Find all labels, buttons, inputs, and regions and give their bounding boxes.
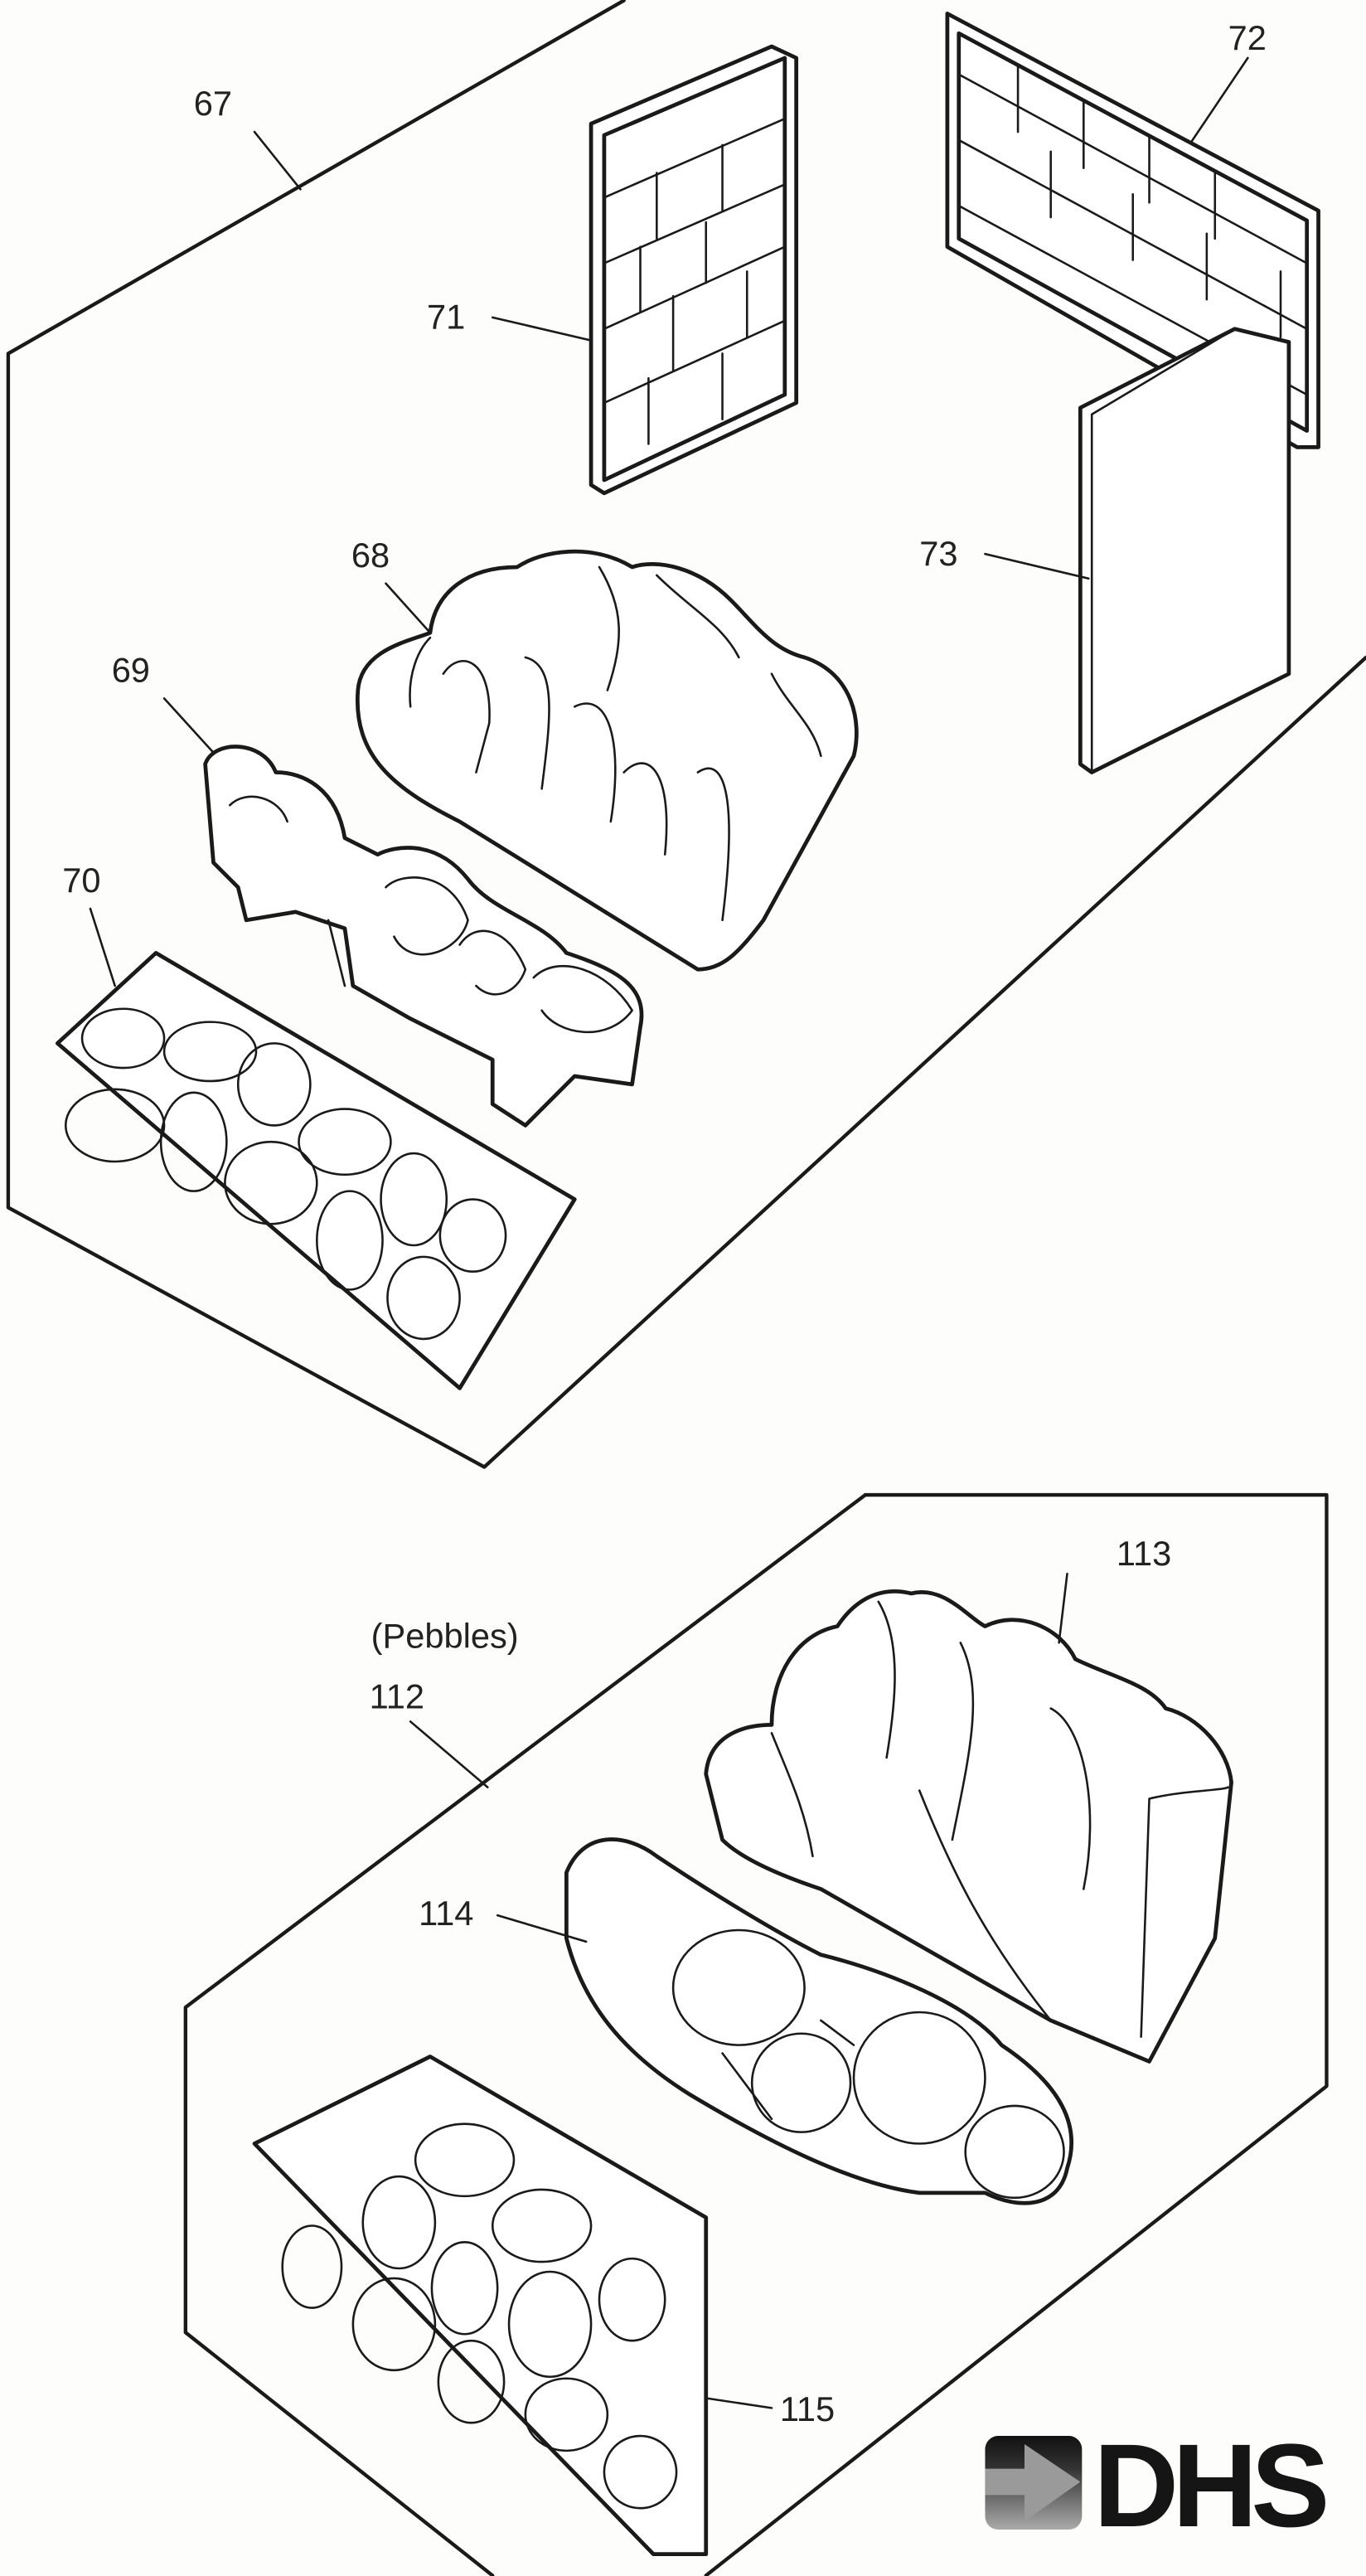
log-set-68	[355, 549, 859, 972]
panel-outline-67	[6, 0, 1366, 1469]
logo-text: DHS	[1093, 2420, 1325, 2552]
label-69: 69	[112, 651, 150, 690]
label-113: 113	[1117, 1534, 1171, 1573]
base-panel-73	[1078, 327, 1291, 774]
log-69	[203, 745, 644, 1128]
label-73: 73	[919, 534, 957, 573]
label-72: 72	[1228, 18, 1267, 57]
log-set-113	[704, 1589, 1233, 2064]
panel-outline-112	[704, 1492, 1329, 2576]
brick-panel-71	[589, 44, 799, 496]
pebbles-caption: (Pebbles)	[371, 1616, 519, 1655]
leader-lines	[89, 56, 1249, 2409]
label-115: 115	[780, 2389, 835, 2428]
dhs-logo: DHS	[985, 2420, 1332, 2552]
label-71: 71	[427, 298, 465, 337]
label-70: 70	[62, 861, 100, 900]
label-67: 67	[194, 84, 232, 123]
label-68: 68	[351, 536, 390, 575]
ember-tray-70	[55, 951, 577, 1390]
label-112: 112	[370, 1677, 424, 1716]
pebble-tray-115	[252, 2054, 709, 2557]
label-114: 114	[419, 1894, 473, 1933]
log-114	[564, 1837, 1073, 2205]
